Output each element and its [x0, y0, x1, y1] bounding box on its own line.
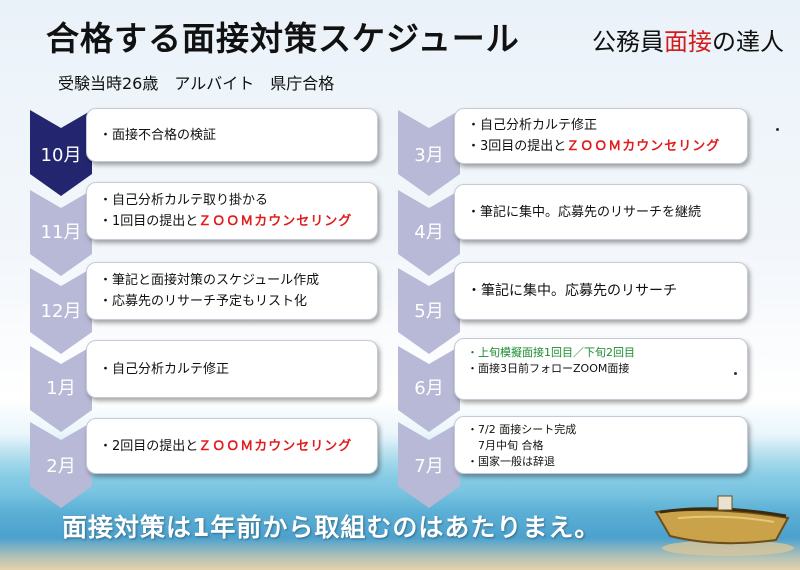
- brand-logo: 公務員面接の達人: [592, 28, 784, 56]
- chevron-2: [30, 422, 92, 508]
- schedule-item: ・2回目の提出とＺＯＯＭカウンセリング: [99, 438, 353, 454]
- chevron-5: [398, 268, 460, 354]
- schedule-item: ・筆記に集中。応募先のリサーチ: [467, 282, 677, 299]
- chevron-11: [30, 190, 92, 276]
- chevron-4: [398, 190, 460, 276]
- month-label: 12月: [40, 301, 82, 322]
- chevron-1: [30, 346, 92, 432]
- chevron-3: [398, 110, 460, 196]
- month-label: 3月: [414, 145, 444, 166]
- schedule-item: ・筆記と面接対策のスケジュール作成: [99, 273, 320, 288]
- schedule-item: ・国家一般は辞退: [467, 455, 555, 468]
- page-title: 合格する面接対策スケジュール: [46, 19, 520, 58]
- month-label: 1月: [46, 378, 76, 399]
- schedule-card: ・筆記と面接対策のスケジュール作成 ・応募先のリサーチ予定もリスト化: [86, 262, 378, 320]
- schedule-item: ・自己分析カルテ修正: [467, 118, 598, 133]
- dot: [776, 128, 779, 131]
- schedule-card: ・筆記に集中。応募先のリサーチ: [454, 262, 748, 320]
- schedule-item: ・1回目の提出とＺＯＯＭカウンセリング: [99, 214, 353, 229]
- schedule-card: ・上旬模擬面接1回目／下旬2回目 ・面接3日前フォローZOOM面接: [454, 338, 748, 400]
- chevron-12: [30, 268, 92, 354]
- month-label: 6月: [414, 378, 444, 399]
- boat-icon: [654, 495, 794, 556]
- schedule-item: ・自己分析カルテ取り掛かる: [99, 193, 269, 208]
- subtitle: 受験当時26歳 アルバイト 県庁合格: [58, 74, 335, 93]
- schedule-item: 7月中旬 合格: [467, 439, 544, 452]
- month-label: 10月: [40, 145, 82, 166]
- schedule-card: ・筆記に集中。応募先のリサーチを継続: [454, 184, 748, 240]
- footer-message: 面接対策は1年前から取組むのはあたりまえ。: [62, 513, 601, 542]
- schedule-item: ・面接3日前フォローZOOM面接: [467, 362, 630, 375]
- schedule-item: ・3回目の提出とＺＯＯＭカウンセリング: [467, 139, 721, 154]
- month-label: 7月: [414, 456, 444, 477]
- month-label: 11月: [40, 222, 82, 243]
- chevron-7: [398, 422, 460, 508]
- schedule-card: ・面接不合格の検証: [86, 108, 378, 162]
- chevron-6: [398, 346, 460, 432]
- schedule-card: ・自己分析カルテ修正 ・3回目の提出とＺＯＯＭカウンセリング: [454, 108, 748, 164]
- schedule-item: ・上旬模擬面接1回目／下旬2回目: [467, 346, 635, 359]
- dot: [734, 372, 737, 375]
- month-label: 2月: [46, 456, 76, 477]
- chevron-10: [30, 110, 92, 196]
- schedule-item: ・自己分析カルテ修正: [99, 361, 230, 377]
- schedule-card: ・自己分析カルテ修正: [86, 340, 378, 398]
- schedule-card: ・2回目の提出とＺＯＯＭカウンセリング: [86, 418, 378, 474]
- schedule-item: ・面接不合格の検証: [99, 127, 217, 143]
- schedule-item: ・7/2 面接シート完成: [467, 423, 577, 436]
- schedule-item: ・筆記に集中。応募先のリサーチを継続: [467, 204, 702, 220]
- month-label: 4月: [414, 222, 444, 243]
- schedule-card: ・自己分析カルテ取り掛かる ・1回目の提出とＺＯＯＭカウンセリング: [86, 182, 378, 240]
- month-label: 5月: [414, 301, 444, 322]
- schedule-card: ・7/2 面接シート完成 7月中旬 合格 ・国家一般は辞退: [454, 416, 748, 474]
- schedule-item: ・応募先のリサーチ予定もリスト化: [99, 294, 308, 309]
